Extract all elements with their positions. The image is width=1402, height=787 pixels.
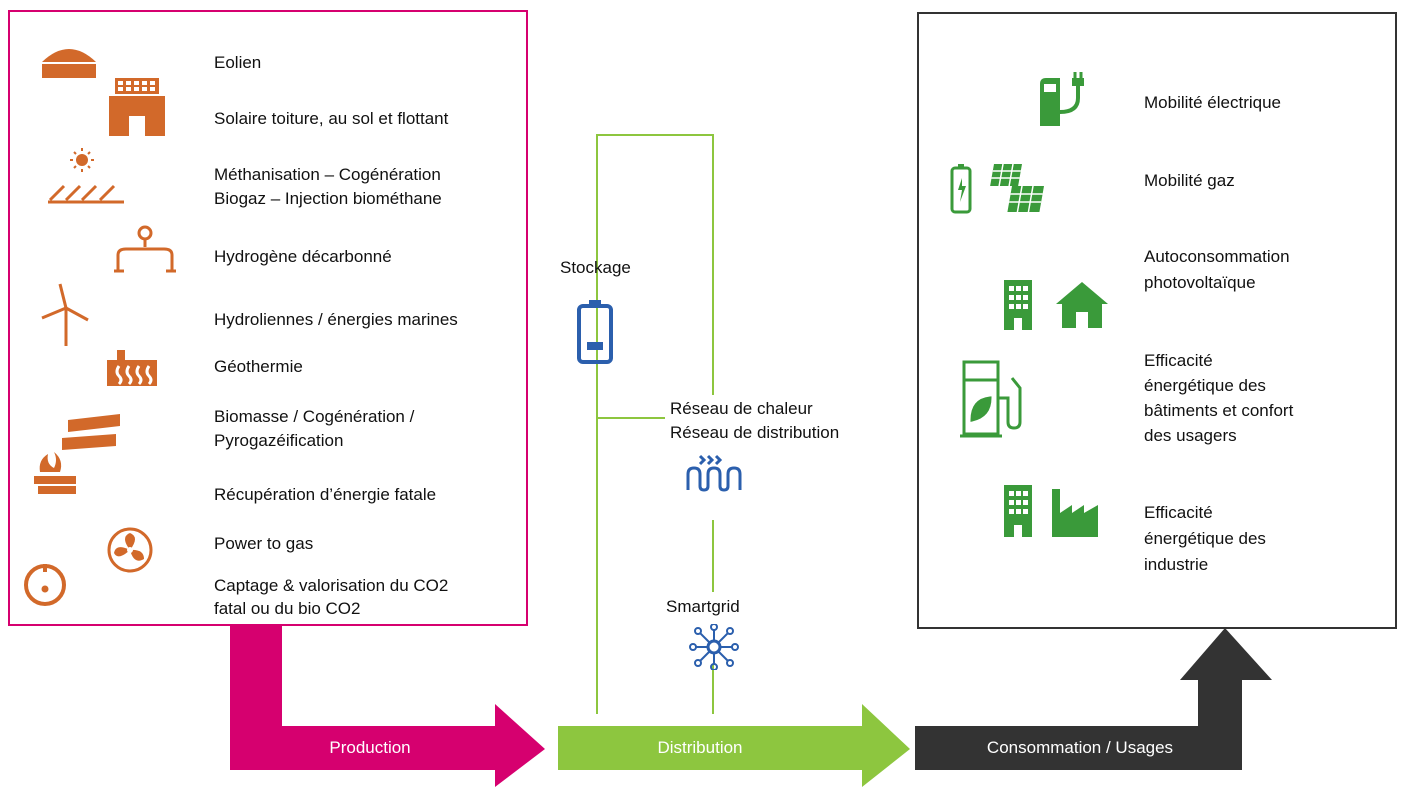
label-reseau-chaleur: Réseau de chaleur bbox=[670, 399, 813, 418]
label-photovoltaique: photovoltaïque bbox=[1144, 273, 1256, 292]
label-captage: Captage & valorisation du CO2 bbox=[214, 576, 449, 595]
label-reseau-distribution: Réseau de distribution bbox=[670, 423, 840, 442]
arrow-label-consumption: Consommation / Usages bbox=[986, 738, 1174, 757]
label-eolien: Eolien bbox=[214, 53, 262, 72]
label-energetique-1: énergétique des bbox=[1144, 376, 1266, 395]
label-power-to-gas: Power to gas bbox=[214, 534, 314, 553]
label-biomasse: Biomasse / Cogénération / bbox=[214, 407, 415, 426]
label-solaire: Solaire toiture, au sol et flottant bbox=[214, 109, 449, 128]
label-smartgrid: Smartgrid bbox=[666, 597, 740, 616]
label-mobilite-electrique: Mobilité électrique bbox=[1144, 93, 1282, 112]
biomass-icon bbox=[28, 412, 124, 496]
arrow-label-distribution: Distribution bbox=[657, 738, 743, 757]
production-arrow bbox=[230, 626, 545, 787]
pipe-gauge-icon bbox=[112, 225, 178, 273]
building-house-icon bbox=[1000, 278, 1110, 330]
distribution-arrow bbox=[558, 704, 910, 787]
label-hydrogene: Hydrogène décarbonné bbox=[214, 247, 392, 266]
label-geothermie: Géothermie bbox=[214, 357, 303, 376]
label-biogaz: Biogaz – Injection biométhane bbox=[214, 189, 442, 208]
label-co2: fatal ou du bio CO2 bbox=[214, 599, 361, 618]
geothermal-icon bbox=[105, 348, 159, 386]
fuel-pump-icon bbox=[958, 358, 1028, 438]
battery-icon bbox=[575, 298, 615, 366]
label-autoconsommation: Autoconsommation bbox=[1144, 247, 1290, 266]
label-stockage: Stockage bbox=[560, 258, 631, 277]
battery-solar-icon bbox=[948, 160, 1054, 228]
label-efficacite-2: Efficacité bbox=[1144, 503, 1213, 522]
building-factory-icon bbox=[1000, 483, 1106, 537]
sun-panels-icon bbox=[44, 148, 128, 206]
label-efficacite-1: Efficacité bbox=[1144, 351, 1213, 370]
label-pyrogazeification: Pyrogazéification bbox=[214, 431, 344, 450]
solar-building-icon bbox=[107, 78, 167, 136]
label-industrie: industrie bbox=[1144, 555, 1209, 574]
heat-network-icon bbox=[684, 452, 742, 492]
ev-charger-icon bbox=[1034, 72, 1094, 128]
arrow-label-production: Production bbox=[329, 738, 411, 757]
label-recuperation: Récupération d’énergie fatale bbox=[214, 485, 437, 504]
label-mobilite-gaz: Mobilité gaz bbox=[1144, 171, 1235, 190]
fan-icon bbox=[104, 527, 156, 573]
wind-turbine-icon bbox=[38, 282, 94, 346]
production-box bbox=[8, 10, 528, 626]
label-energetique-2: énergétique des bbox=[1144, 529, 1266, 548]
label-usagers: des usagers bbox=[1144, 426, 1237, 445]
label-batiments: bâtiments et confort bbox=[1144, 401, 1294, 420]
consumption-arrow bbox=[915, 628, 1272, 770]
roof-icon bbox=[38, 40, 100, 80]
label-methanisation: Méthanisation – Cogénération bbox=[214, 165, 441, 184]
consumption-box bbox=[917, 12, 1397, 629]
label-hydroliennes: Hydroliennes / énergies marines bbox=[214, 310, 458, 329]
target-icon bbox=[22, 562, 68, 608]
smartgrid-icon bbox=[688, 624, 740, 670]
